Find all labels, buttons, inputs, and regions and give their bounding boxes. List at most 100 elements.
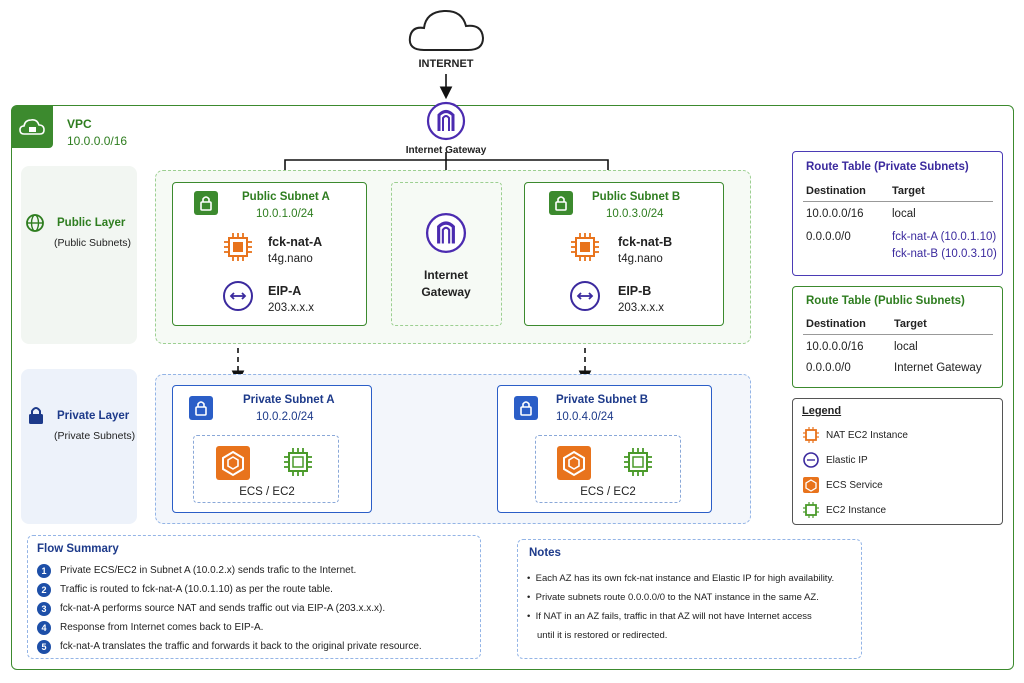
public-subnet-b-title: Public Subnet B [592,191,681,203]
public-layer-title: Public Layer [57,217,126,229]
flow-title: Flow Summary [37,543,119,555]
rt-public-title: Route Table (Public Subnets) [806,295,965,307]
internet-label: INTERNET [418,58,474,70]
note-item: • If NAT in an AZ fails, traffic in that… [527,611,812,622]
nat-a-type: t4g.nano [268,253,313,265]
elastic-ip-icon [222,280,254,312]
public-layer-subtitle: (Public Subnets) [54,237,132,249]
legend-ec2-icon [803,502,819,518]
note-item: • Private subnets route 0.0.0.0/0 to the… [527,592,819,603]
rt-public-divider [803,334,993,335]
private-subnet-b-title: Private Subnet B [556,394,649,406]
rt-private-header-dest: Destination [806,185,866,197]
rt-public-row2-dest: 0.0.0.0/0 [806,362,851,374]
globe-icon [25,213,45,233]
step-number: 4 [37,620,51,635]
public-subnet-b-cidr: 10.0.3.0/24 [606,208,664,220]
route-table-public [792,286,1003,388]
step-number: 3 [37,601,51,616]
eip-b-name: EIP-B [618,284,652,298]
workload-b-label: ECS / EC2 [580,486,636,498]
private-subnet-a-title: Private Subnet A [243,394,335,406]
step-text: Traffic is routed to fck-nat-A (10.0.1.1… [60,584,333,595]
private-layer-panel [21,369,137,524]
eip-a-name: EIP-A [268,284,302,298]
flow-step: 4 Response from Internet comes back to EI… [37,618,477,637]
workload-a-label: ECS / EC2 [239,486,295,498]
rt-private-divider [803,201,993,202]
note-text: Each AZ has its own fck-nat instance and… [535,573,835,584]
private-subnet-b-cidr: 10.0.4.0/24 [556,411,614,423]
legend-ecs-icon [803,477,819,493]
workload-b-box [535,435,681,503]
vpc-title: VPC [67,117,92,131]
vpc-badge [12,106,53,148]
note-item-continued: until it is restored or redirected. [537,630,668,641]
igw-top-label: Internet Gateway [405,145,487,156]
legend-nat-icon [803,427,819,443]
step-text: fck-nat-A translates the traffic and for… [60,641,422,652]
vpc-container [11,105,1014,670]
public-subnet-a-cidr: 10.0.1.0/24 [256,208,314,220]
rt-public-row1-dest: 10.0.0.0/16 [806,341,864,353]
igw-center-line1: Internet [423,268,468,282]
subnet-lock-icon [194,191,218,215]
legend-item-eip: Elastic IP [826,455,868,466]
rt-public-row2-target: Internet Gateway [894,362,982,374]
notes-box [517,539,862,659]
rt-private-row2-target: fck-nat-A (10.0.1.10) [892,231,997,243]
flow-step: 2 Traffic is routed to fck-nat-A (10.0.1.… [37,580,477,599]
ec2-instance-icon [282,446,314,478]
ecs-service-icon [557,446,591,480]
igw-center-box [391,182,502,326]
workload-a-box [193,435,339,503]
igw-center-line2: Gateway [421,285,471,299]
rt-private-title: Route Table (Private Subnets) [806,161,969,173]
rt-private-row1-target: local [892,208,916,220]
nat-b-name: fck-nat-B [618,235,673,249]
legend-item-nat: NAT EC2 Instance [826,430,908,441]
step-text: Response from Internet comes back to EIP… [60,622,264,633]
rt-public-header-target: Target [894,318,927,330]
note-text: If NAT in an AZ fails, traffic in that A… [535,611,812,622]
eip-b-addr: 203.x.x.x [618,302,665,314]
lock-icon [27,405,45,425]
nat-ec2-chip-icon [222,231,254,263]
internet-gateway-center-icon [425,212,467,254]
step-number: 2 [37,582,51,597]
legend-item-ecs: ECS Service [826,480,883,491]
route-table-private [792,151,1003,276]
notes-title: Notes [529,547,561,559]
subnet-lock-icon [514,396,538,420]
legend-item-ec2: EC2 Instance [826,505,887,516]
rt-private-row2-target2: fck-nat-B (10.0.3.10) [892,248,997,260]
nat-ec2-chip-icon [569,231,601,263]
ec2-instance-icon [622,446,654,478]
flow-summary-box [27,535,481,659]
vpc-cidr: 10.0.0.0/16 [67,134,128,148]
step-text: Private ECS/EC2 in Subnet A (10.0.2.x) s… [60,565,357,576]
public-subnet-a-title: Public Subnet A [242,191,330,203]
rt-private-row2-dest: 0.0.0.0/0 [806,231,851,243]
nat-a-name: fck-nat-A [268,235,323,249]
note-item: • Each AZ has its own fck-nat instance a… [527,573,835,584]
cloud-icon [404,4,488,56]
private-layer-title: Private Layer [57,410,130,422]
notes-list: • Each AZ has its own fck-nat instance a… [527,569,857,645]
legend-title: Legend [802,405,842,417]
subnet-lock-icon [189,396,213,420]
elastic-ip-icon [569,280,601,312]
step-number: 5 [37,639,51,654]
ecs-service-icon [216,446,250,480]
eip-a-addr: 203.x.x.x [268,302,315,314]
nat-b-type: t4g.nano [618,253,663,265]
rt-private-row1-dest: 10.0.0.0/16 [806,208,864,220]
flow-step: 5 fck-nat-A translates the traffic and fo… [37,637,477,656]
internet-gateway-icon [426,101,466,141]
private-subnet-a-cidr: 10.0.2.0/24 [256,411,314,423]
legend-eip-icon [803,452,819,468]
rt-public-row1-target: local [894,341,918,353]
